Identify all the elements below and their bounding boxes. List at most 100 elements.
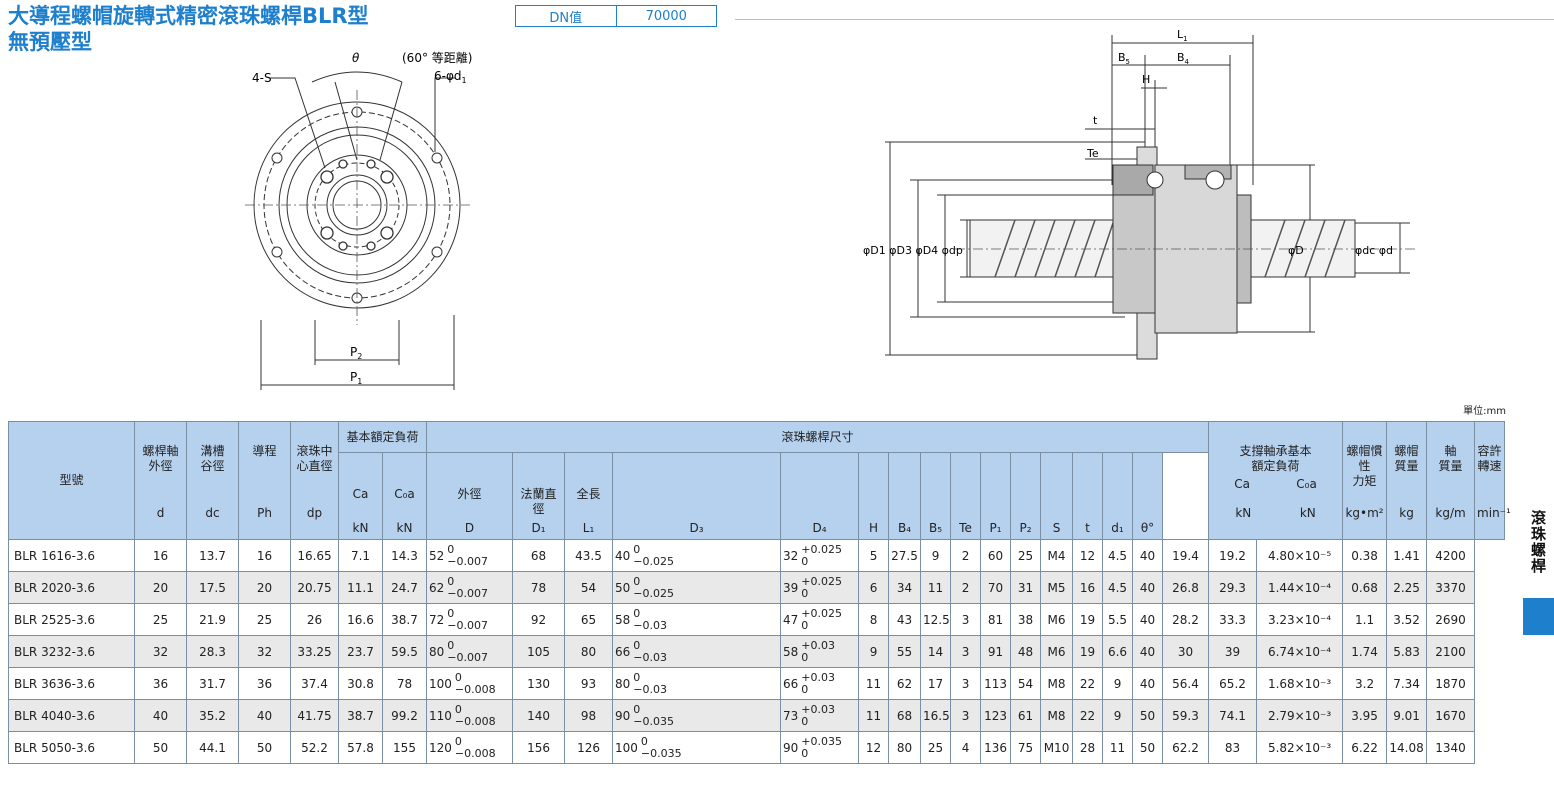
cell-nut_mass: 0.68	[1342, 571, 1388, 604]
cell-nut_mass: 3.95	[1342, 699, 1388, 732]
cell-speed: 2690	[1426, 603, 1476, 636]
cell-c0a: 155	[381, 731, 428, 764]
cell-shaft_mass: 5.83	[1386, 635, 1428, 668]
cell-bc0a: 19.2	[1208, 539, 1258, 572]
cell-B4: 27.5	[888, 539, 922, 572]
cell-t: 22	[1072, 699, 1104, 732]
cell-L1: 65	[564, 603, 614, 636]
header-rule	[735, 19, 1554, 20]
cell-S: M5	[1040, 571, 1074, 604]
cell-d: 16	[134, 539, 187, 572]
cell-d1: 9	[1102, 667, 1134, 700]
cell-nut_mass: 6.22	[1342, 731, 1388, 764]
col-t: t	[1072, 452, 1104, 540]
cell-nut_mass: 1.1	[1342, 603, 1388, 636]
cell-dc: 31.7	[186, 667, 239, 700]
cell-P2: 38	[1010, 603, 1042, 636]
cell-d: 50	[134, 731, 187, 764]
cell-shaft_mass: 9.01	[1386, 699, 1428, 732]
cell-D1: 105	[512, 635, 566, 668]
left-diameters: φD1 φD3 φD4 φdp	[863, 244, 963, 257]
cell-B5: 11	[920, 571, 952, 604]
cell-bca: 56.4	[1162, 667, 1210, 700]
cell-t: 22	[1072, 667, 1104, 700]
b5-label: B5	[1118, 51, 1130, 66]
cell-D1: 140	[512, 699, 566, 732]
cell-dc: 13.7	[186, 539, 239, 572]
cell-ca: 30.8	[338, 667, 383, 700]
cell-bca: 62.2	[1162, 731, 1210, 764]
cell-L1: 98	[564, 699, 614, 732]
cell-bc0a: 74.1	[1208, 699, 1258, 732]
cell-B4: 62	[888, 667, 922, 700]
cell-d1: 6.6	[1102, 635, 1134, 668]
cell-B5: 14	[920, 635, 952, 668]
cell-shaft_mass: 14.08	[1386, 731, 1428, 764]
cell-bca: 59.3	[1162, 699, 1210, 732]
cell-d: 25	[134, 603, 187, 636]
cell-D1: 156	[512, 731, 566, 764]
cell-c0a: 59.5	[381, 635, 428, 668]
cell-d1: 4.5	[1102, 539, 1134, 572]
cell-ca: 7.1	[338, 539, 383, 572]
cell-inertia: 1.44×10⁻⁴	[1256, 571, 1344, 604]
cell-t: 28	[1072, 731, 1104, 764]
cell-Te: 3	[950, 603, 982, 636]
cell-L1: 80	[564, 635, 614, 668]
cell-S: M8	[1040, 699, 1074, 732]
cell-ph: 50	[238, 731, 291, 764]
col-basic-load: 基本額定負荷	[337, 421, 428, 453]
cell-t: 19	[1072, 635, 1104, 668]
cell-theta: 40	[1132, 667, 1164, 700]
cell-P1: 70	[980, 571, 1012, 604]
cell-P2: 25	[1010, 539, 1042, 572]
cell-dp: 37.4	[290, 667, 339, 700]
cell-dp: 26	[290, 603, 339, 636]
cell-B4: 34	[888, 571, 922, 604]
cell-B5: 9	[920, 539, 952, 572]
cell-c0a: 14.3	[381, 539, 428, 572]
screw-threads	[994, 219, 1346, 278]
p1-label: P1	[350, 370, 362, 386]
section-tab-marker	[1523, 598, 1554, 635]
cell-P2: 48	[1010, 635, 1042, 668]
page-title: 大導程螺帽旋轉式精密滾珠螺桿BLR型 無預壓型	[8, 3, 369, 55]
cell-c0a: 78	[381, 667, 428, 700]
cell-inertia: 2.79×10⁻³	[1256, 699, 1344, 732]
cell-dp: 52.2	[290, 731, 339, 764]
title-line-2: 無預壓型	[8, 30, 92, 54]
tap-holes-4	[320, 159, 394, 251]
cell-dp: 33.25	[290, 635, 339, 668]
cell-speed: 3370	[1426, 571, 1476, 604]
cell-bca: 26.8	[1162, 571, 1210, 604]
cell-H: 5	[858, 539, 890, 572]
col-D3: D₃	[612, 452, 782, 540]
cell-model: BLR 1616-3.6	[8, 539, 135, 572]
cell-dc: 17.5	[186, 571, 239, 604]
cell-H: 9	[858, 635, 890, 668]
col-B5: B₅	[920, 452, 952, 540]
